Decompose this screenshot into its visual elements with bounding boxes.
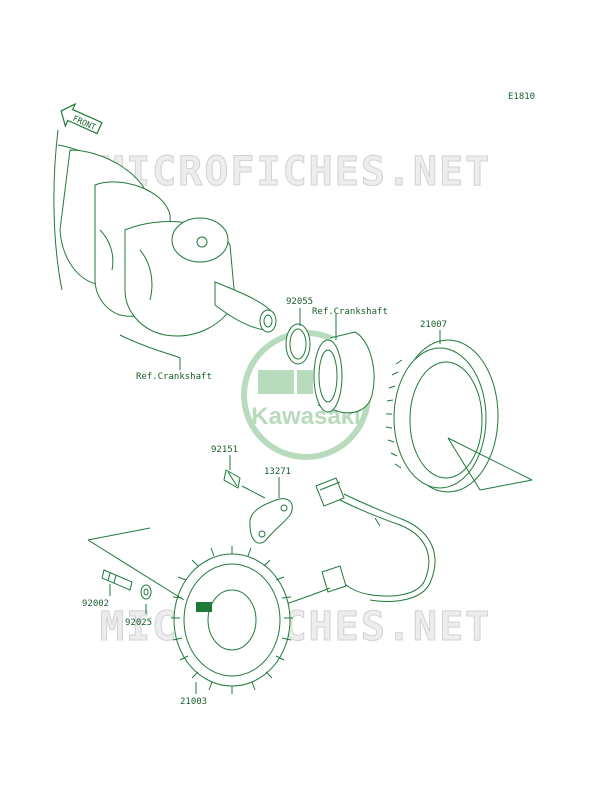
label-13271: 13271 (264, 467, 291, 477)
leader-lines (87, 308, 441, 694)
label-92151: 92151 (211, 445, 238, 455)
ref-code: E1810 (508, 92, 535, 102)
watermark-bottom: MICROFICHES.NET (100, 604, 491, 650)
label-21003: 21003 (180, 697, 207, 707)
label-21007: 21007 (420, 320, 447, 330)
bolt-92151 (223, 469, 241, 489)
label-92055: 92055 (286, 297, 313, 307)
stator-wiring (279, 477, 436, 607)
washer-92025 (140, 584, 152, 600)
crank-collar (313, 331, 375, 414)
label-ref-crankshaft-bottom: Ref.Crankshaft (136, 372, 212, 382)
rotor-21007 (385, 339, 533, 493)
plate-13271 (241, 485, 293, 544)
crankshaft-drawing (53, 129, 277, 359)
oil-seal-92055 (285, 323, 311, 365)
label-92025: 92025 (125, 618, 152, 628)
front-arrow-icon: FRONT (60, 102, 103, 135)
watermark-top: MICROFICHES.NET (100, 149, 491, 195)
stator-21003 (171, 546, 293, 694)
bolt-92002 (101, 569, 133, 591)
label-ref-crankshaft-top: Ref.Crankshaft (312, 307, 388, 317)
label-92002: 92002 (82, 599, 109, 609)
